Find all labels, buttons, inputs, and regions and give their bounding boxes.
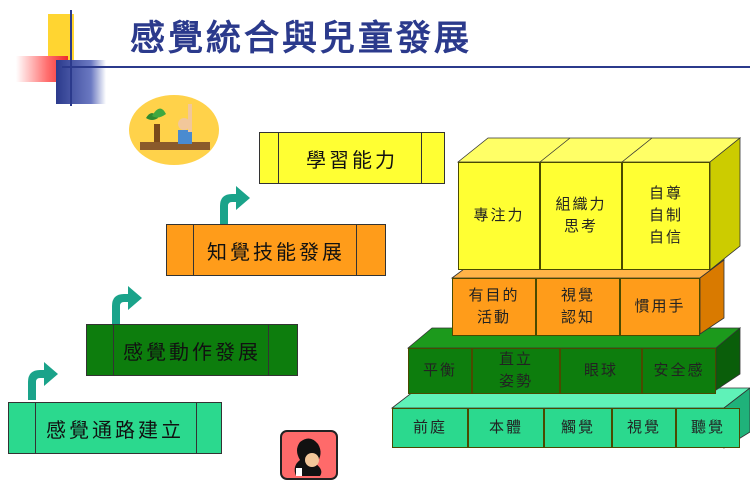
block-balance: 平衡 (408, 348, 472, 394)
block-organization-thinking: 組織力 思考 (540, 162, 622, 270)
title-underline (62, 66, 750, 68)
block-upright-posture: 直立 姿勢 (472, 348, 560, 394)
block-security: 安全感 (642, 348, 716, 394)
student-raising-hand-icon (128, 94, 220, 166)
block-proprioception: 本體 (468, 408, 544, 448)
curved-up-arrow-icon (106, 280, 144, 324)
ornament-vertical-line (70, 10, 72, 106)
block-eye-movement: 眼球 (560, 348, 642, 394)
step-label: 學習能力 (306, 147, 398, 172)
block-visual-cognition: 視覺 認知 (536, 278, 620, 336)
curved-up-arrow-icon (22, 356, 60, 400)
ornament-yellow-square (48, 14, 74, 64)
block-pyramid (390, 137, 750, 449)
block-purposeful-activity: 有目的 活動 (452, 278, 536, 336)
block-vestibular: 前庭 (392, 408, 468, 448)
block-vision: 視覺 (612, 408, 676, 448)
curved-up-arrow-icon (214, 180, 252, 224)
block-handedness: 慣用手 (620, 278, 700, 336)
block-concentration: 專注力 (458, 162, 540, 270)
block-hearing: 聽覺 (676, 408, 740, 448)
block-touch: 觸覺 (544, 408, 612, 448)
step-perceptual-skill: 知覺技能發展 (166, 224, 386, 276)
step-label: 知覺技能發展 (207, 239, 345, 264)
block-self-esteem: 自尊 自制 自信 (622, 162, 710, 270)
baby-in-womb-icon (280, 430, 338, 480)
step-sensorimotor: 感覺動作發展 (86, 324, 298, 376)
step-sensory-pathway: 感覺通路建立 (8, 402, 222, 454)
step-label: 感覺通路建立 (46, 417, 184, 442)
slide-title: 感覺統合與兒童發展 (130, 18, 473, 59)
step-label: 感覺動作發展 (123, 339, 261, 364)
step-learning-ability: 學習能力 (259, 132, 445, 184)
